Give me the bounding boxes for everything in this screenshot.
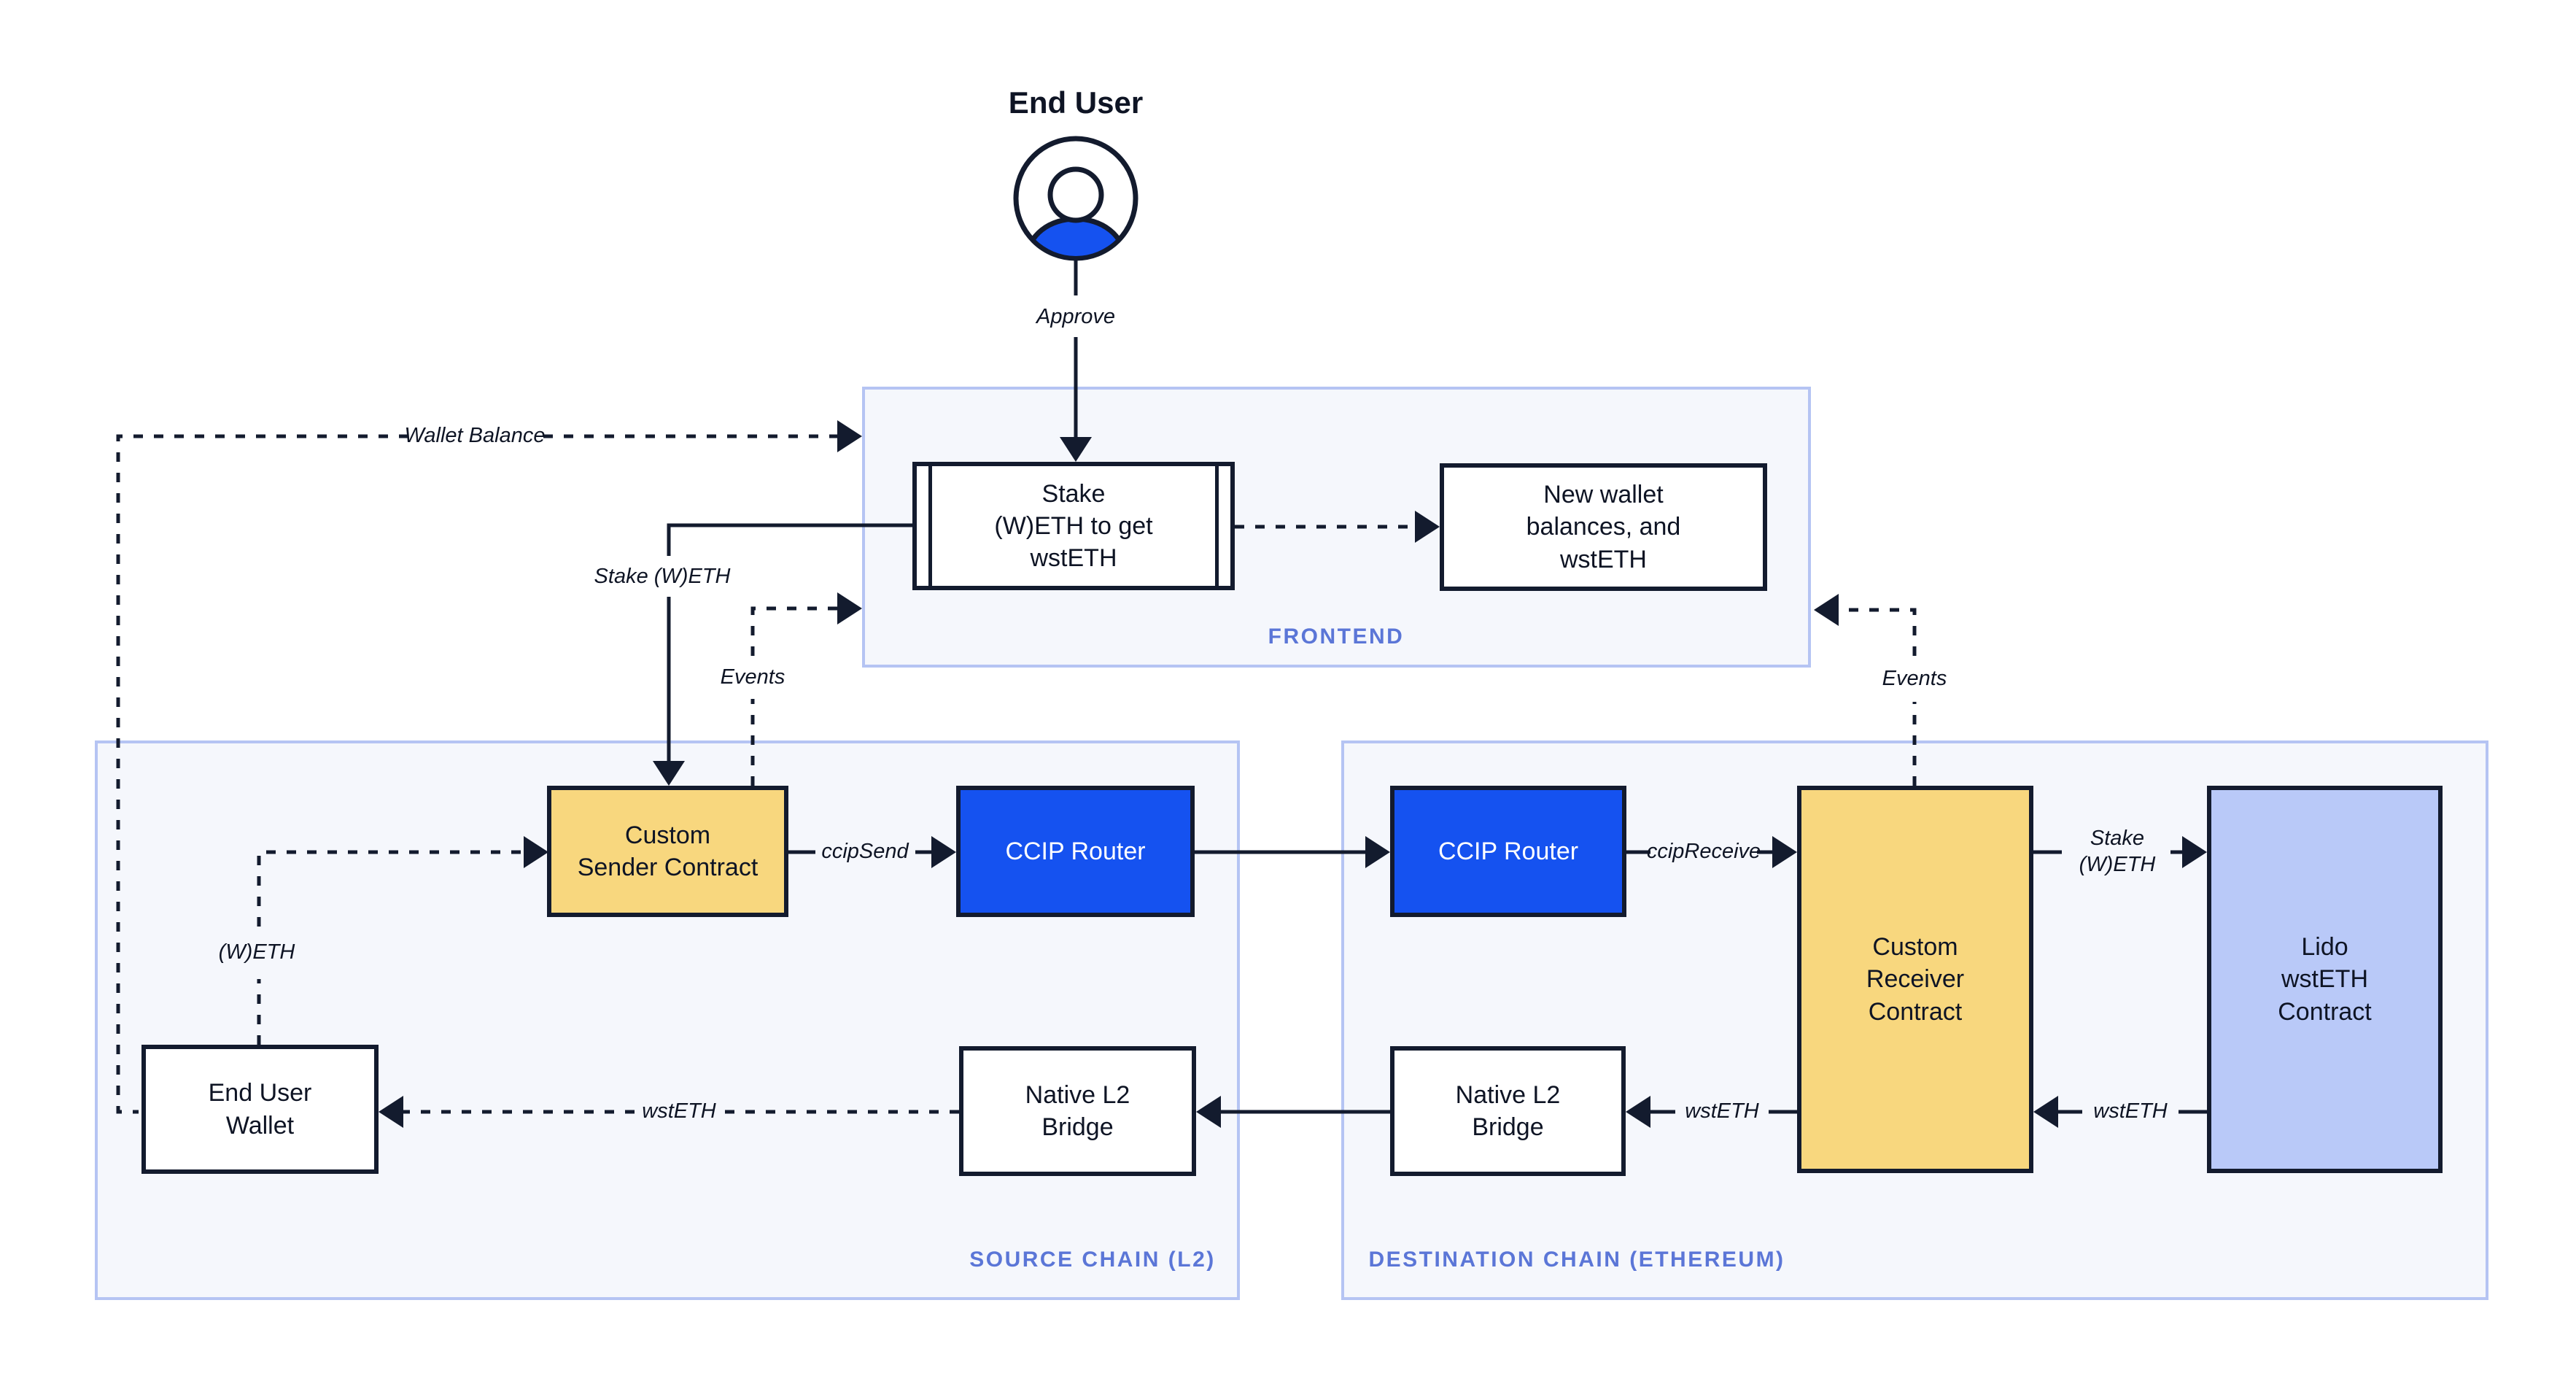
node-new-wallet-label: New wallet balances, and wstETH [1526,481,1681,573]
edge-label-approve: Approve [1036,304,1116,328]
node-native-bridge-destination-label: Native L2 Bridge [1455,1080,1561,1141]
edge-label-wsteth-lido: wstETH [2093,1099,2168,1123]
node-native-bridge-destination: Native L2 Bridge [1390,1046,1626,1176]
node-stake-cta: Stake (W)ETH to get wstETH [912,462,1235,590]
edge-label-events-left: Events [720,665,785,689]
edge-label-wallet-balance: Wallet Balance [404,423,546,447]
edge-label-wsteth-receiver: wstETH [1685,1099,1759,1123]
node-custom-receiver: Custom Receiver Contract [1797,786,2033,1173]
end-user-icon [1013,136,1138,261]
end-user-title: End User [1008,85,1144,120]
node-ccip-router-destination-label: CCIP Router [1438,837,1579,865]
node-stake-cta-label: Stake (W)ETH to get wstETH [994,479,1153,573]
node-ccip-router-source: CCIP Router [956,786,1195,917]
edge-label-weth: (W)ETH [218,940,295,964]
node-end-user-wallet-label: End User Wallet [208,1079,312,1140]
edge-label-events-right: Events [1882,666,1947,690]
edge-label-ccip-send: ccipSend [821,839,909,863]
subroutine-bar-right [1215,466,1219,586]
edge-label-wsteth-wallet: wstETH [642,1099,716,1123]
node-native-bridge-source-label: Native L2 Bridge [1025,1080,1130,1141]
node-native-bridge-source: Native L2 Bridge [959,1046,1196,1176]
node-custom-receiver-label: Custom Receiver Contract [1866,933,1965,1026]
destination-chain-label: DESTINATION CHAIN (ETHEREUM) [1368,1248,1785,1272]
node-ccip-router-source-label: CCIP Router [1005,837,1146,865]
frontend-label: FRONTEND [1268,624,1405,649]
node-new-wallet: New wallet balances, and wstETH [1440,463,1767,591]
node-lido-wsteth: Lido wstETH Contract [2207,786,2443,1173]
node-custom-sender: Custom Sender Contract [547,786,788,917]
subroutine-bar-left [928,466,932,586]
node-custom-sender-label: Custom Sender Contract [577,821,759,881]
node-ccip-router-destination: CCIP Router [1390,786,1626,917]
edge-label-stake-weth: Stake (W)ETH [594,564,731,588]
source-chain-label: SOURCE CHAIN (L2) [969,1248,1216,1272]
node-lido-wsteth-label: Lido wstETH Contract [2278,933,2372,1026]
edge-label-ccip-receive: ccipReceive [1646,839,1761,863]
edge-label-stake-weth-right: Stake (W)ETH [2079,826,2156,876]
node-end-user-wallet: End User Wallet [141,1045,379,1174]
